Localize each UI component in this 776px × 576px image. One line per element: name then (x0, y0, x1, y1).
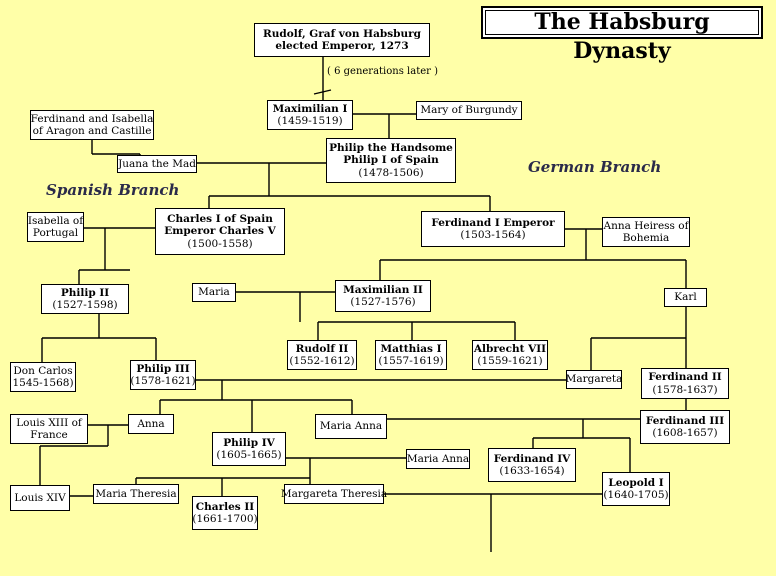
generations-note: ( 6 generations later ) (327, 66, 438, 77)
person-dates: (1608-1657) (652, 427, 718, 439)
person-dates: (1527-1576) (350, 296, 416, 308)
person-philip-1[interactable]: Philip the Handsome Philip I of Spain (1… (326, 138, 456, 183)
person-name: Ferdinand IV (493, 452, 571, 465)
person-name: Philip IV (223, 436, 275, 449)
person-juana-the-mad[interactable]: Juana the Mad (117, 155, 197, 173)
person-dates: Bohemia (622, 232, 670, 244)
person-name: Maximilian I (272, 102, 348, 115)
person-name: Albrecht VII (473, 342, 547, 355)
person-dates: of Aragon and Castille (32, 125, 152, 137)
person-name: Maria Anna (319, 420, 383, 433)
person-name: Karl (674, 291, 697, 304)
person-name: Ferdinand I Emperor (431, 216, 555, 229)
page-title: The Habsburg Dynasty (481, 6, 763, 64)
person-charles-1[interactable]: Charles I of Spain Emperor Charles V (15… (155, 208, 285, 255)
person-name: Rudolf, Graf von Habsburg (263, 27, 421, 40)
person-name: Matthias I (380, 342, 442, 355)
person-name: Maximilian II (343, 283, 423, 296)
person-ferdinand-isabella[interactable]: Ferdinand and Isabella of Aragon and Cas… (30, 110, 154, 140)
person-philip-3[interactable]: Philip III (1578-1621) (130, 360, 196, 390)
person-anna-heiress-of-bohemia[interactable]: Anna Heiress of Bohemia (602, 217, 690, 247)
person-dates: 1545-1568) (12, 377, 74, 389)
person-maria-anna-2[interactable]: Maria Anna (406, 449, 470, 469)
person-dates: elected Emperor, 1273 (275, 40, 409, 52)
person-maria-theresia[interactable]: Maria Theresia (93, 484, 179, 504)
person-philip-2[interactable]: Philip II (1527-1598) (41, 284, 129, 314)
person-anna[interactable]: Anna (128, 414, 174, 434)
person-name: Charles I of Spain (167, 212, 273, 225)
person-dates: (1552-1612) (289, 355, 355, 367)
person-name: Rudolf II (295, 342, 349, 355)
person-name: Louis XIII of (16, 416, 82, 429)
person-name: Louis XIV (14, 491, 66, 504)
person-rudolf-2[interactable]: Rudolf II (1552-1612) (287, 340, 357, 370)
person-philip-4[interactable]: Philip IV (1605-1665) (212, 432, 286, 466)
person-leopold-1[interactable]: Leopold I (1640-1705) (602, 472, 670, 506)
person-name: Philip III (136, 362, 190, 375)
person-dates: Portugal (32, 227, 79, 239)
person-name: Juana the Mad (118, 157, 196, 170)
person-louis-13[interactable]: Louis XIII of France (10, 414, 88, 444)
person-name: Leopold I (608, 476, 664, 489)
person-name: Ferdinand and Isabella (30, 112, 154, 125)
person-ferdinand-4[interactable]: Ferdinand IV (1633-1654) (488, 448, 576, 482)
person-isabella-of-portugal[interactable]: Isabella of Portugal (27, 212, 84, 242)
person-karl[interactable]: Karl (664, 288, 707, 307)
person-dates: (1459-1519) (277, 115, 343, 127)
person-name: Don Carlos (13, 364, 73, 377)
person-margareta-theresia[interactable]: Margareta Theresia (280, 484, 388, 504)
person-maximilian-1[interactable]: Maximilian I (1459-1519) (267, 100, 353, 130)
person-name: Anna (137, 417, 165, 430)
person-louis-14[interactable]: Louis XIV (10, 485, 70, 511)
person-maria[interactable]: Maria (192, 283, 236, 302)
person-dates: (1557-1619) (378, 355, 444, 367)
person-name: Philip the Handsome (329, 141, 453, 154)
person-matthias-1[interactable]: Matthias I (1557-1619) (375, 340, 447, 370)
person-dates: France (30, 429, 68, 441)
person-dates: (1640-1705) (603, 489, 669, 501)
person-dates: (1578-1621) (130, 375, 196, 387)
person-dates: (1503-1564) (460, 229, 526, 241)
person-dates: (1527-1598) (52, 299, 118, 311)
person-dates: (1578-1637) (652, 383, 718, 396)
spanish-branch-label: Spanish Branch (46, 181, 180, 199)
person-name: Margareta (565, 373, 623, 386)
person-ferdinand-2[interactable]: Ferdinand II (1578-1637) (641, 368, 729, 399)
person-name: Ferdinand III (645, 414, 725, 427)
german-branch-label: German Branch (528, 158, 662, 176)
person-don-carlos[interactable]: Don Carlos 1545-1568) (10, 362, 76, 392)
person-dates: (1478-1506) (358, 166, 424, 179)
person-dates: (1661-1700) (192, 513, 258, 525)
person-name: Ferdinand II (648, 371, 722, 383)
person-dates: (1605-1665) (216, 449, 282, 461)
person-name: Mary of Burgundy (420, 104, 518, 117)
person-dates: (1633-1654) (499, 465, 565, 477)
person-albrecht-7[interactable]: Albrecht VII (1559-1621) (472, 340, 548, 370)
person-maximilian-2[interactable]: Maximilian II (1527-1576) (335, 280, 431, 312)
person-name: Margareta Theresia (280, 487, 388, 500)
person-charles-2[interactable]: Charles II (1661-1700) (192, 496, 258, 530)
person-name-2: Emperor Charles V (164, 225, 276, 238)
person-rudolf[interactable]: Rudolf, Graf von Habsburg elected Empero… (254, 23, 430, 57)
person-name: Maria (198, 286, 230, 299)
person-name-2: Philip I of Spain (343, 154, 439, 167)
person-mary-of-burgundy[interactable]: Mary of Burgundy (416, 101, 522, 120)
person-margareta[interactable]: Margareta (566, 370, 622, 389)
person-ferdinand-1[interactable]: Ferdinand I Emperor (1503-1564) (421, 211, 565, 247)
person-name: Maria Theresia (95, 487, 177, 500)
person-name: Philip II (60, 286, 110, 299)
person-name: Isabella of (27, 214, 84, 227)
person-maria-anna-1[interactable]: Maria Anna (315, 414, 387, 439)
person-name: Anna Heiress of (603, 219, 689, 232)
person-name: Maria Anna (406, 452, 470, 465)
person-dates: (1500-1558) (187, 237, 253, 250)
person-dates: (1559-1621) (477, 355, 543, 367)
person-ferdinand-3[interactable]: Ferdinand III (1608-1657) (640, 410, 730, 444)
person-name: Charles II (195, 500, 255, 513)
